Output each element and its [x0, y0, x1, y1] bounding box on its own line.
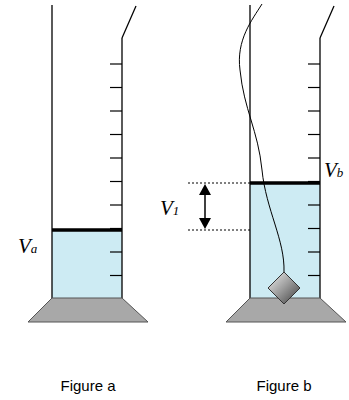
volume-label: V1 — [160, 198, 179, 219]
scale-tick — [110, 275, 122, 276]
scale-tick — [110, 110, 122, 111]
scale-tick — [308, 110, 320, 111]
scale-tick — [308, 134, 320, 135]
scale-tick — [308, 157, 320, 158]
scale-tick — [308, 63, 320, 64]
scale-tick — [110, 157, 122, 158]
scale-tick — [110, 228, 122, 229]
scale-tick — [308, 204, 320, 205]
scale-tick — [308, 87, 320, 88]
scale-tick — [308, 181, 320, 182]
scale-tick — [308, 275, 320, 276]
scale-tick — [110, 181, 122, 182]
figure-caption: Figure b — [256, 378, 311, 393]
scale-tick — [110, 134, 122, 135]
scale-tick — [110, 204, 122, 205]
scale-tick — [308, 228, 320, 229]
scale-tick — [308, 251, 320, 252]
scale-tick — [110, 251, 122, 252]
volume-label: Va — [18, 236, 37, 257]
volume-label: Vb — [324, 160, 343, 181]
scale-tick — [110, 63, 122, 64]
figure-caption: Figure a — [60, 378, 115, 393]
scale-tick — [110, 87, 122, 88]
